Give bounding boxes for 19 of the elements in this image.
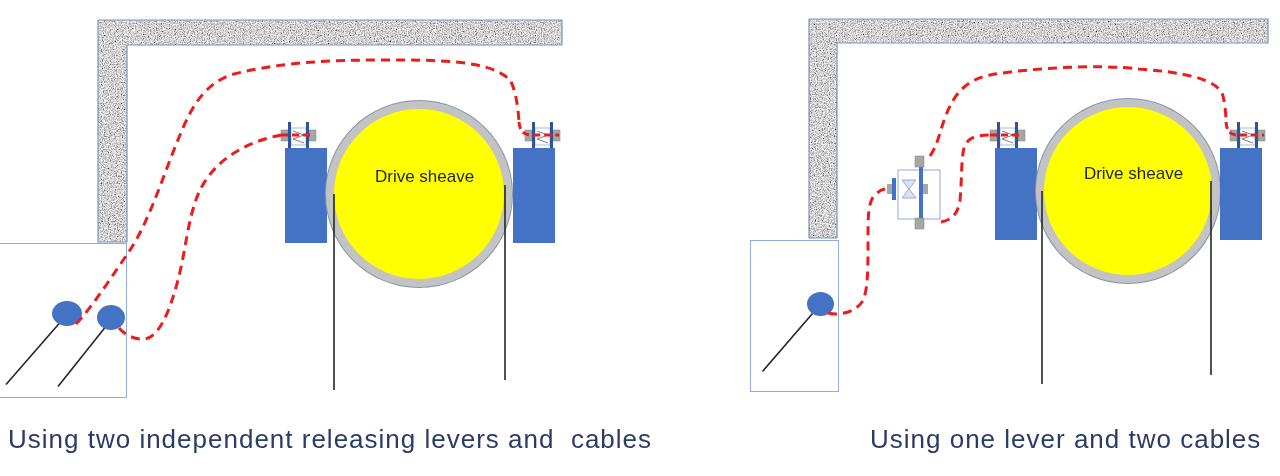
caption: Using one lever and two cables — [870, 424, 1262, 454]
brake-cable — [827, 187, 888, 316]
sheave-label: Drive sheave — [1083, 164, 1184, 185]
brake-cable — [117, 133, 282, 341]
lever-knob — [52, 301, 82, 326]
lever-housing — [0, 243, 127, 398]
cable-splitter — [887, 156, 941, 229]
brake-cable — [928, 65, 1228, 157]
lever-knob — [807, 291, 834, 316]
sheave-label: Drive sheave — [374, 167, 475, 188]
brake-unit — [513, 122, 560, 243]
caption: Using two independent releasing levers and cables — [8, 424, 653, 454]
lever-housing — [750, 240, 839, 392]
brake-unit — [990, 122, 1037, 240]
brake-unit — [1220, 122, 1266, 240]
brake-unit — [281, 122, 327, 243]
lever-knob — [97, 305, 125, 330]
brake-cable — [74, 58, 521, 325]
brake-cable — [940, 133, 991, 224]
